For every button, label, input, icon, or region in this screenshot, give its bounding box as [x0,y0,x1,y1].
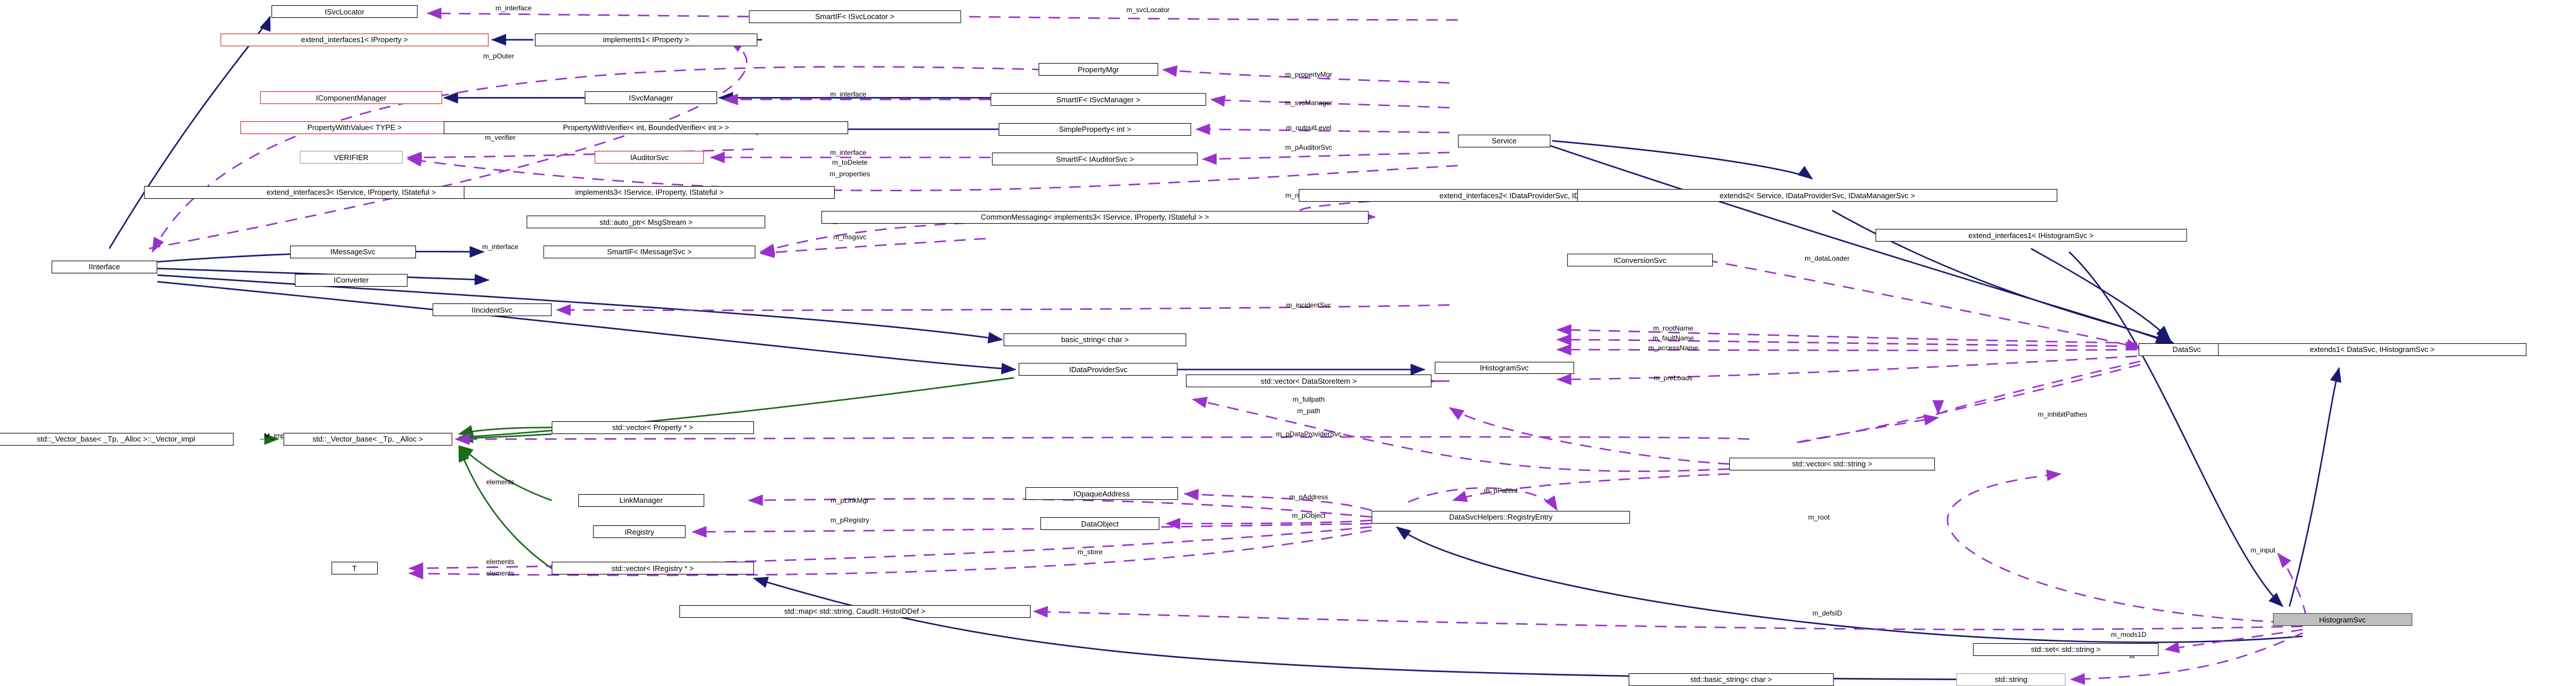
class-node-n10[interactable]: SimpleProperty< int > [999,123,1191,136]
class-node-n21[interactable]: extend_interfaces1< IHistogramSvc > [1875,229,2187,242]
class-node-n14[interactable]: SmartIF< IAuditorSvc > [992,153,1198,166]
edge-label-e15: m_msgsvc [833,233,867,241]
class-node-n45[interactable]: std::map< std::string, CaudIt::HistoIDDe… [679,605,1031,618]
class-node-n32[interactable]: IHistogramSvc [1434,361,1574,374]
class-node-n5[interactable]: IComponentManager [260,91,443,105]
edge-label-e29: m_pAddress [1289,493,1329,502]
edge-label-e10: m_toDelete [832,158,868,166]
class-node-n11[interactable]: Service [1458,134,1551,147]
class-node-n16[interactable]: implements3< IService, IProperty, IState… [463,186,835,199]
class-node-n24[interactable]: IConversionSvc [1567,254,1713,267]
edge-label-e32: m_pObject [1292,511,1326,520]
class-node-n33[interactable]: std::vector< DataStoreItem > [1186,374,1432,388]
class-node-n44[interactable]: std::vector< IRegistry * > [551,562,754,575]
edge-label-e11: m_properties [830,170,871,179]
edge-label-e16: m_dataLoader [1805,254,1850,263]
edge-label-e38: m_defsID [1812,609,1842,617]
class-node-n25[interactable]: IInterface [51,260,158,273]
class-node-n36[interactable]: std::vector< Property * > [551,421,754,434]
class-node-n22[interactable]: IMessageSvc [289,245,416,258]
class-node-n40[interactable]: DataObject [1040,517,1160,530]
class-node-n7[interactable]: SmartIF< ISvcManager > [990,93,1206,106]
class-node-n37[interactable]: std::vector< std::string > [1729,457,1935,470]
edge-label-e34: m_store [1077,547,1103,556]
edge-label-e21: m_preLoads [1653,373,1693,382]
class-node-n30[interactable]: basic_string< char > [1003,333,1187,346]
edge-label-e23: m_fullpath [1292,395,1325,403]
edge-label-e37: m_input [2250,546,2276,554]
edge-label-e5: m_svcManager [1285,98,1333,107]
edge-label-e4: m_interface [830,90,867,99]
class-node-n23[interactable]: SmartIF< IMessageSvc > [543,245,756,258]
class-node-n46[interactable]: HistogramSvc [2273,613,2413,626]
class-node-n39[interactable]: IOpaqueAddress [1025,487,1178,500]
edge-label-e1: m_svcLocator [1126,6,1170,14]
class-node-n2[interactable]: extend_interfaces1< IProperty > [220,33,489,46]
edge-label-e17: m_incidentSvc [1286,301,1332,309]
edge-label-e28: m_pLinkMgr [831,496,869,505]
class-node-n6[interactable]: ISvcManager [585,91,718,105]
class-node-n38[interactable]: LinkManager [578,494,704,507]
edge-label-e31: m_pRegistry [830,516,869,525]
class-node-n20[interactable]: CommonMessaging< implements3< IService, … [822,210,1369,224]
edge-label-e22: m_inhibitPathes [2038,410,2087,418]
class-node-n34[interactable]: std::_Vector_base< _Tp, _Alloc >::_Vecto… [0,432,234,446]
class-node-n29[interactable]: extends1< DataSvc, IHistogramSvc > [2218,343,2526,356]
class-node-n27[interactable]: IIncidentSvc [432,303,552,317]
edge-label-e25: m_pDataProviderSvc [1276,430,1342,439]
class-node-n42[interactable]: IRegistry [593,525,686,539]
edge-label-e35: elements [486,557,515,566]
class-node-n8[interactable]: PropertyWithValue< TYPE > [240,121,469,134]
class-node-n12[interactable]: VERIFIER [300,151,403,164]
class-node-n41[interactable]: DataSvcHelpers::RegistryEntry [1371,510,1630,524]
class-node-n1[interactable]: SmartIF< ISvcLocator > [749,10,961,23]
class-node-n18[interactable]: extends2< Service, IDataProviderSvc, IDa… [1577,189,2058,202]
edge-label-e33: m_root [1808,513,1830,521]
class-node-n13[interactable]: IAuditorSvc [594,151,704,164]
edge-label-e0: m_interface [495,4,532,13]
edge-label-e18: m_rootName [1653,324,1693,332]
edge-label-e39: m_mods1D [2111,631,2147,639]
edge-label-e8: m_interface [830,148,867,157]
edge-label-e3: m_propertyMgr [1285,71,1333,79]
class-node-n4[interactable]: PropertyMgr [1038,63,1158,76]
class-node-n26[interactable]: IConverter [295,273,408,287]
class-node-n3[interactable]: implements1< IProperty > [535,33,757,46]
class-node-n35[interactable]: std::_Vector_base< _Tp, _Alloc > [283,432,452,446]
edge-label-e19: m_faultName [1652,333,1694,342]
edge-label-e30: m_pParent [1484,486,1518,495]
edge-label-e26: _M_impl [260,432,287,440]
edge-label-e36: elements [486,569,515,578]
class-node-n48[interactable]: std::basic_string< char > [1628,673,1834,686]
class-node-n43[interactable]: T [331,562,378,575]
class-node-n0[interactable]: ISvcLocator [272,5,418,18]
edge-label-e20: m_accessName [1648,344,1698,353]
edge-label-e7: m_verifier [485,133,516,142]
edge-label-e2: m_pOuter [483,52,514,61]
class-node-n19[interactable]: std::auto_ptr< MsgStream > [526,216,765,229]
class-node-n47[interactable]: std::set< std::string > [1973,643,2159,656]
edge-label-e27: elements [486,478,515,487]
edge-label-e9: m_pAuditorSvc [1285,143,1333,152]
edge-label-e6: m_outputLevel [1285,123,1332,132]
class-node-n49[interactable]: std::string [1956,673,2066,686]
edge-label-e14: m_interface [482,243,519,251]
class-node-n9[interactable]: PropertyWithVerifier< int, BoundedVerifi… [444,121,849,134]
class-node-n31[interactable]: IDataProviderSvc [1018,363,1178,376]
edge-label-e24: m_path [1297,407,1321,416]
